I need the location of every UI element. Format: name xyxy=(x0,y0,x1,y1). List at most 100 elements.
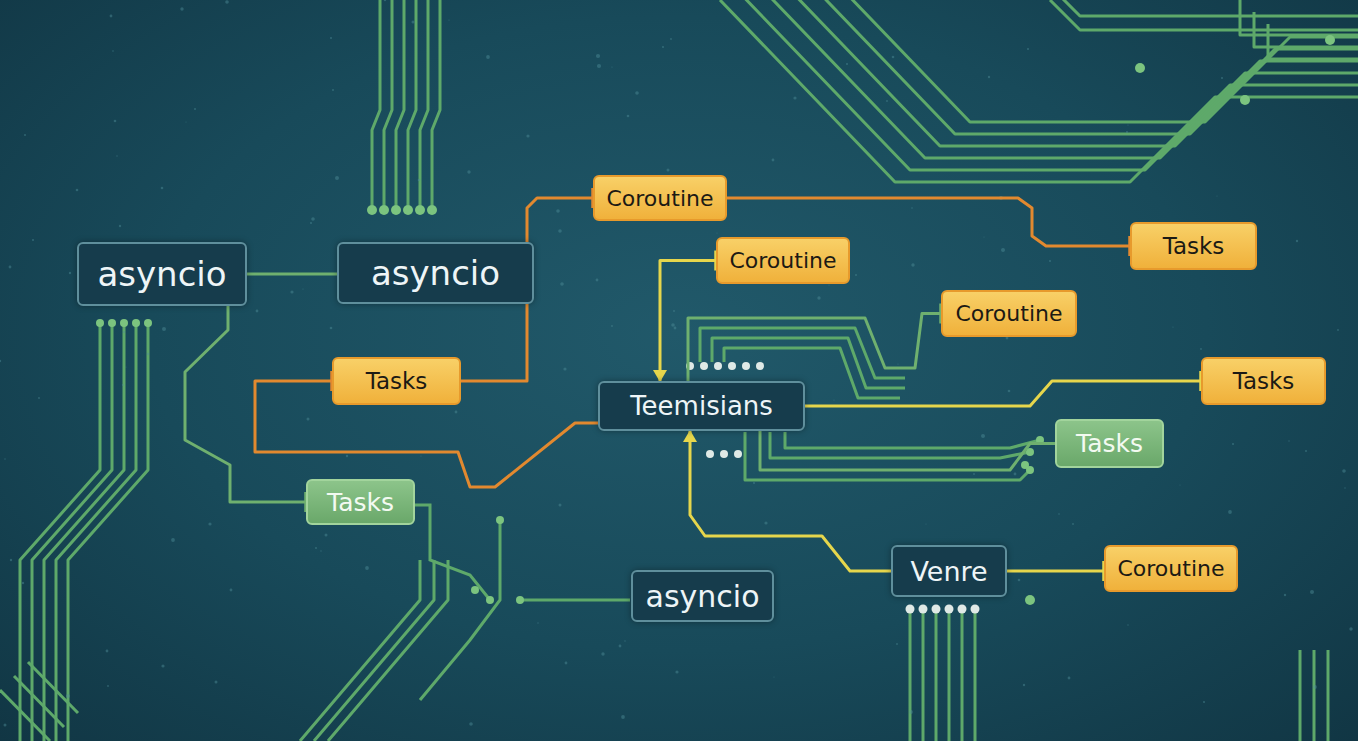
trace-pad xyxy=(391,205,401,215)
trace-pad xyxy=(1240,95,1250,105)
node-text: Coroutine xyxy=(1117,556,1224,581)
trace-pad xyxy=(1021,461,1029,469)
particle xyxy=(180,7,183,10)
node-text: Teemisians xyxy=(630,391,773,421)
circuit-trace xyxy=(700,328,905,378)
particle xyxy=(1058,513,1060,515)
node-text: Coroutine xyxy=(955,301,1062,326)
particle xyxy=(556,209,560,213)
particle xyxy=(667,169,670,172)
particle xyxy=(1228,510,1232,514)
trace-pad xyxy=(906,605,915,614)
particle xyxy=(774,677,775,678)
particle xyxy=(1180,485,1181,486)
particle xyxy=(1049,260,1051,262)
particle xyxy=(1203,701,1205,703)
circuit-trace xyxy=(1327,650,1330,741)
particle xyxy=(597,64,601,68)
trace-pad xyxy=(734,450,742,458)
particle xyxy=(565,662,568,665)
particle xyxy=(420,455,421,456)
node-text: Tasks xyxy=(1163,233,1225,259)
particle xyxy=(1344,487,1345,488)
particle xyxy=(1027,48,1029,50)
particle xyxy=(110,15,113,18)
particle xyxy=(909,710,913,714)
trace-pad xyxy=(1135,63,1145,73)
trace-pad xyxy=(427,205,437,215)
particle xyxy=(1217,196,1218,197)
particle xyxy=(448,19,449,20)
trace-pad xyxy=(403,205,413,215)
particle xyxy=(1006,337,1009,340)
particle xyxy=(412,21,415,24)
trace-pad xyxy=(720,450,728,458)
circuit-trace xyxy=(432,0,440,205)
particle xyxy=(107,685,109,687)
circuit-trace xyxy=(974,612,977,741)
node-text: Tasks xyxy=(366,368,428,394)
particle xyxy=(122,384,124,386)
particle xyxy=(311,217,315,221)
particle xyxy=(855,274,857,276)
particle xyxy=(926,524,927,525)
particle xyxy=(833,399,834,400)
particle xyxy=(560,282,564,286)
particle xyxy=(290,290,293,293)
particle xyxy=(671,323,675,327)
particle xyxy=(1023,684,1025,686)
particle xyxy=(886,100,888,102)
module-box: Venre xyxy=(891,545,1007,597)
particle xyxy=(325,534,328,537)
circuit-trace xyxy=(300,560,420,741)
circuit-trace xyxy=(28,662,78,713)
trace-pad xyxy=(496,516,504,524)
circuit-trace xyxy=(520,599,630,602)
label-box: Coroutine xyxy=(593,175,727,221)
circuit-trace xyxy=(372,0,380,205)
particle xyxy=(320,550,321,551)
particle xyxy=(911,263,914,266)
connector xyxy=(805,381,1201,406)
particle xyxy=(469,722,473,726)
particle xyxy=(38,397,40,399)
particle xyxy=(1310,590,1314,594)
particle xyxy=(32,239,34,241)
particle xyxy=(601,652,604,655)
connector xyxy=(1007,570,1104,573)
trace-pad xyxy=(516,596,524,604)
circuit-trace xyxy=(1050,0,1358,16)
trace-pad xyxy=(728,362,736,370)
trace-pad xyxy=(96,319,104,327)
circuit-trace xyxy=(961,612,964,741)
circuit-trace xyxy=(1299,650,1302,741)
node-text: asyncio xyxy=(97,254,226,294)
particle xyxy=(897,363,898,364)
particle xyxy=(335,176,339,180)
particle xyxy=(624,640,625,641)
particle xyxy=(106,650,109,653)
label-box: Coroutine xyxy=(941,290,1077,337)
particle xyxy=(1127,624,1128,625)
particle xyxy=(1068,677,1071,680)
trace-pad xyxy=(144,319,152,327)
particle xyxy=(817,296,820,299)
particle xyxy=(112,50,114,52)
trace-pad xyxy=(120,319,128,327)
particle xyxy=(911,207,913,209)
particle xyxy=(717,233,718,234)
trace-pad xyxy=(958,605,967,614)
task-box: Tasks xyxy=(1055,419,1164,468)
particle xyxy=(537,622,538,623)
node-text: Tasks xyxy=(1233,368,1295,394)
particle xyxy=(330,37,332,39)
connector xyxy=(247,273,337,276)
label-box: Coroutine xyxy=(1104,545,1238,592)
circuit-trace xyxy=(785,432,1040,448)
particle xyxy=(1305,450,1307,452)
particle xyxy=(486,55,490,59)
particle xyxy=(918,124,920,126)
particle xyxy=(621,715,625,719)
